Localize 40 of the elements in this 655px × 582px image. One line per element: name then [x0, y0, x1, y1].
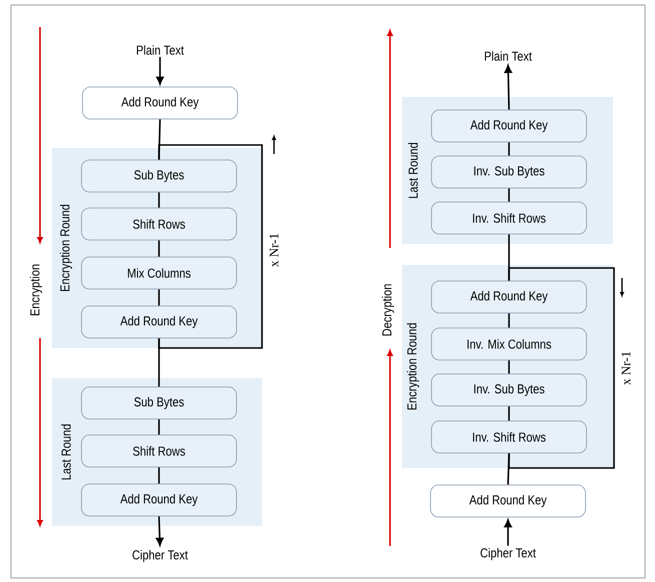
connector-line — [158, 192, 160, 208]
process-box: Inv. Shift Rows — [431, 420, 587, 454]
loop-line — [508, 267, 615, 469]
loop-line — [158, 144, 263, 349]
connector-line — [158, 467, 160, 484]
arrow — [504, 64, 512, 110]
process-box: Inv. Sub Bytes — [431, 374, 587, 406]
connector-line — [158, 240, 160, 257]
text-label: Cipher Text — [480, 548, 536, 560]
process-box: Inv. Shift Rows — [431, 202, 587, 234]
text-label: Cipher Text — [132, 550, 188, 562]
process-box: Add Round Key — [81, 484, 237, 516]
connector-line — [158, 419, 160, 435]
text-label: Plain Text — [136, 45, 184, 55]
arrow — [504, 519, 512, 546]
process-box: Sub Bytes — [81, 160, 237, 192]
edge-label: x Nr-1 — [268, 232, 280, 268]
arrow — [156, 516, 164, 546]
process-box: Add Round Key — [81, 306, 237, 338]
connector-line — [508, 360, 510, 374]
connector-line — [508, 142, 510, 156]
process-box: Shift Rows — [81, 208, 237, 240]
process-box: Add Round Key — [431, 110, 587, 142]
connector-line — [158, 289, 160, 306]
connector-line — [508, 188, 510, 202]
side-label: Decryption — [382, 284, 394, 336]
process-box: Shift Rows — [81, 434, 237, 468]
edge-label: x Nr-1 — [620, 350, 632, 386]
process-box: Mix Columns — [81, 256, 237, 290]
process-box: Inv. Mix Columns — [431, 328, 587, 360]
process-box: Add Round Key — [430, 484, 586, 518]
process-box: Sub Bytes — [81, 386, 237, 420]
arrow — [156, 56, 164, 85]
process-box: Inv. Sub Bytes — [431, 156, 587, 188]
process-box: Add Round Key — [82, 86, 238, 120]
text-label: Plain Text — [484, 51, 532, 61]
connector-line — [508, 406, 510, 421]
connector-line — [508, 313, 510, 328]
process-box: Add Round Key — [431, 280, 587, 314]
side-label: Encryption — [30, 264, 42, 316]
